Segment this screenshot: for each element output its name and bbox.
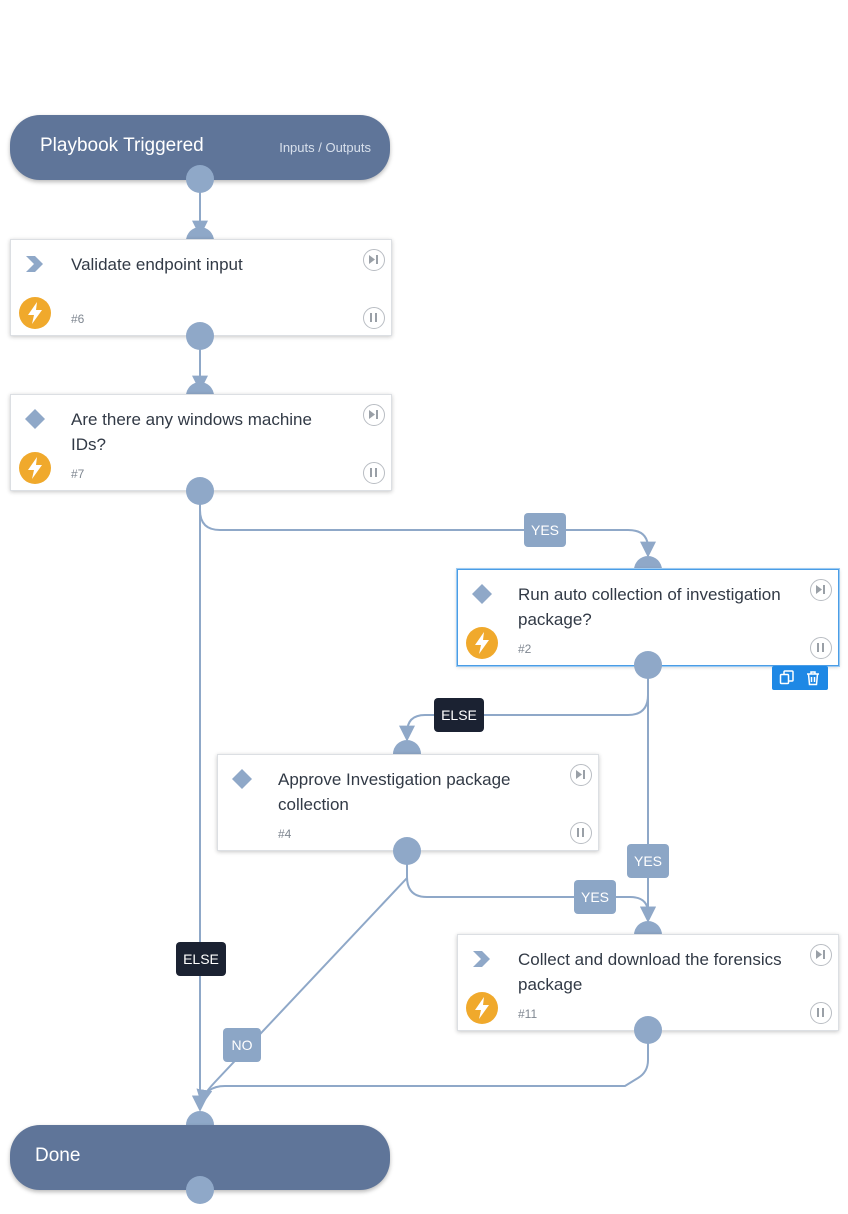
task-title: Are there any windows machine IDs? [71, 410, 312, 454]
lightning-bolt-icon [466, 627, 498, 659]
edge-windows-runauto [199, 490, 656, 558]
task-number: #2 [518, 642, 532, 656]
task-number: #7 [71, 467, 85, 481]
task-card-validate-endpoint[interactable]: Validate endpoint input #6 [10, 239, 392, 336]
edge-approve-done [192, 877, 408, 1112]
task-title: Run auto collection of investigation pac… [518, 585, 781, 629]
condition-label-yes[interactable]: YES [574, 880, 616, 914]
pause-icon[interactable] [810, 1002, 832, 1024]
edge-approve-collect [406, 851, 656, 923]
condition-label-yes[interactable]: YES [524, 513, 566, 547]
task-number: #11 [518, 1007, 538, 1021]
lightning-bolt-icon [19, 297, 51, 329]
lightning-bolt-icon [466, 992, 498, 1024]
task-card-collect-forensics[interactable]: Collect and download the forensics packa… [457, 934, 839, 1031]
output-port[interactable] [393, 837, 421, 865]
skip-icon[interactable] [810, 579, 832, 601]
edge-collect-done [196, 1030, 649, 1106]
skip-icon[interactable] [363, 249, 385, 271]
pause-icon[interactable] [363, 462, 385, 484]
edge-runauto-approve [399, 665, 649, 742]
output-port[interactable] [634, 651, 662, 679]
pause-icon[interactable] [363, 307, 385, 329]
condition-label-else[interactable]: ELSE [434, 698, 484, 732]
output-port[interactable] [186, 477, 214, 505]
task-card-any-windows-ids[interactable]: Are there any windows machine IDs? #7 [10, 394, 392, 491]
duplicate-icon[interactable] [778, 669, 796, 687]
task-number: #6 [71, 312, 85, 326]
task-title: Approve Investigation package collection [278, 770, 511, 814]
start-node-title: Playbook Triggered [40, 135, 204, 156]
condition-diamond-icon [24, 408, 46, 430]
condition-diamond-icon [471, 583, 493, 605]
skip-icon[interactable] [810, 944, 832, 966]
chevron-right-icon [471, 948, 493, 970]
task-number: #4 [278, 827, 292, 841]
output-port[interactable] [186, 165, 214, 193]
trash-icon[interactable] [804, 669, 822, 687]
skip-icon[interactable] [363, 404, 385, 426]
condition-label-else[interactable]: ELSE [176, 942, 226, 976]
inputs-outputs-link[interactable]: Inputs / Outputs [279, 140, 371, 155]
output-port[interactable] [186, 1176, 214, 1204]
pause-icon[interactable] [810, 637, 832, 659]
pause-icon[interactable] [570, 822, 592, 844]
condition-label-yes[interactable]: YES [627, 844, 669, 878]
condition-diamond-icon [231, 768, 253, 790]
task-title: Validate endpoint input [71, 255, 243, 274]
end-node-title: Done [35, 1145, 81, 1166]
selection-toolbar [772, 666, 828, 690]
task-card-approve-collection[interactable]: Approve Investigation package collection… [217, 754, 599, 851]
chevron-right-icon [24, 253, 46, 275]
output-port[interactable] [634, 1016, 662, 1044]
lightning-bolt-icon [19, 452, 51, 484]
task-card-run-auto-collection[interactable]: Run auto collection of investigation pac… [457, 569, 839, 666]
skip-icon[interactable] [570, 764, 592, 786]
task-title: Collect and download the forensics packa… [518, 950, 782, 994]
condition-label-no[interactable]: NO [223, 1028, 261, 1062]
output-port[interactable] [186, 322, 214, 350]
playbook-triggered-node[interactable]: Playbook Triggered Inputs / Outputs [10, 115, 390, 180]
